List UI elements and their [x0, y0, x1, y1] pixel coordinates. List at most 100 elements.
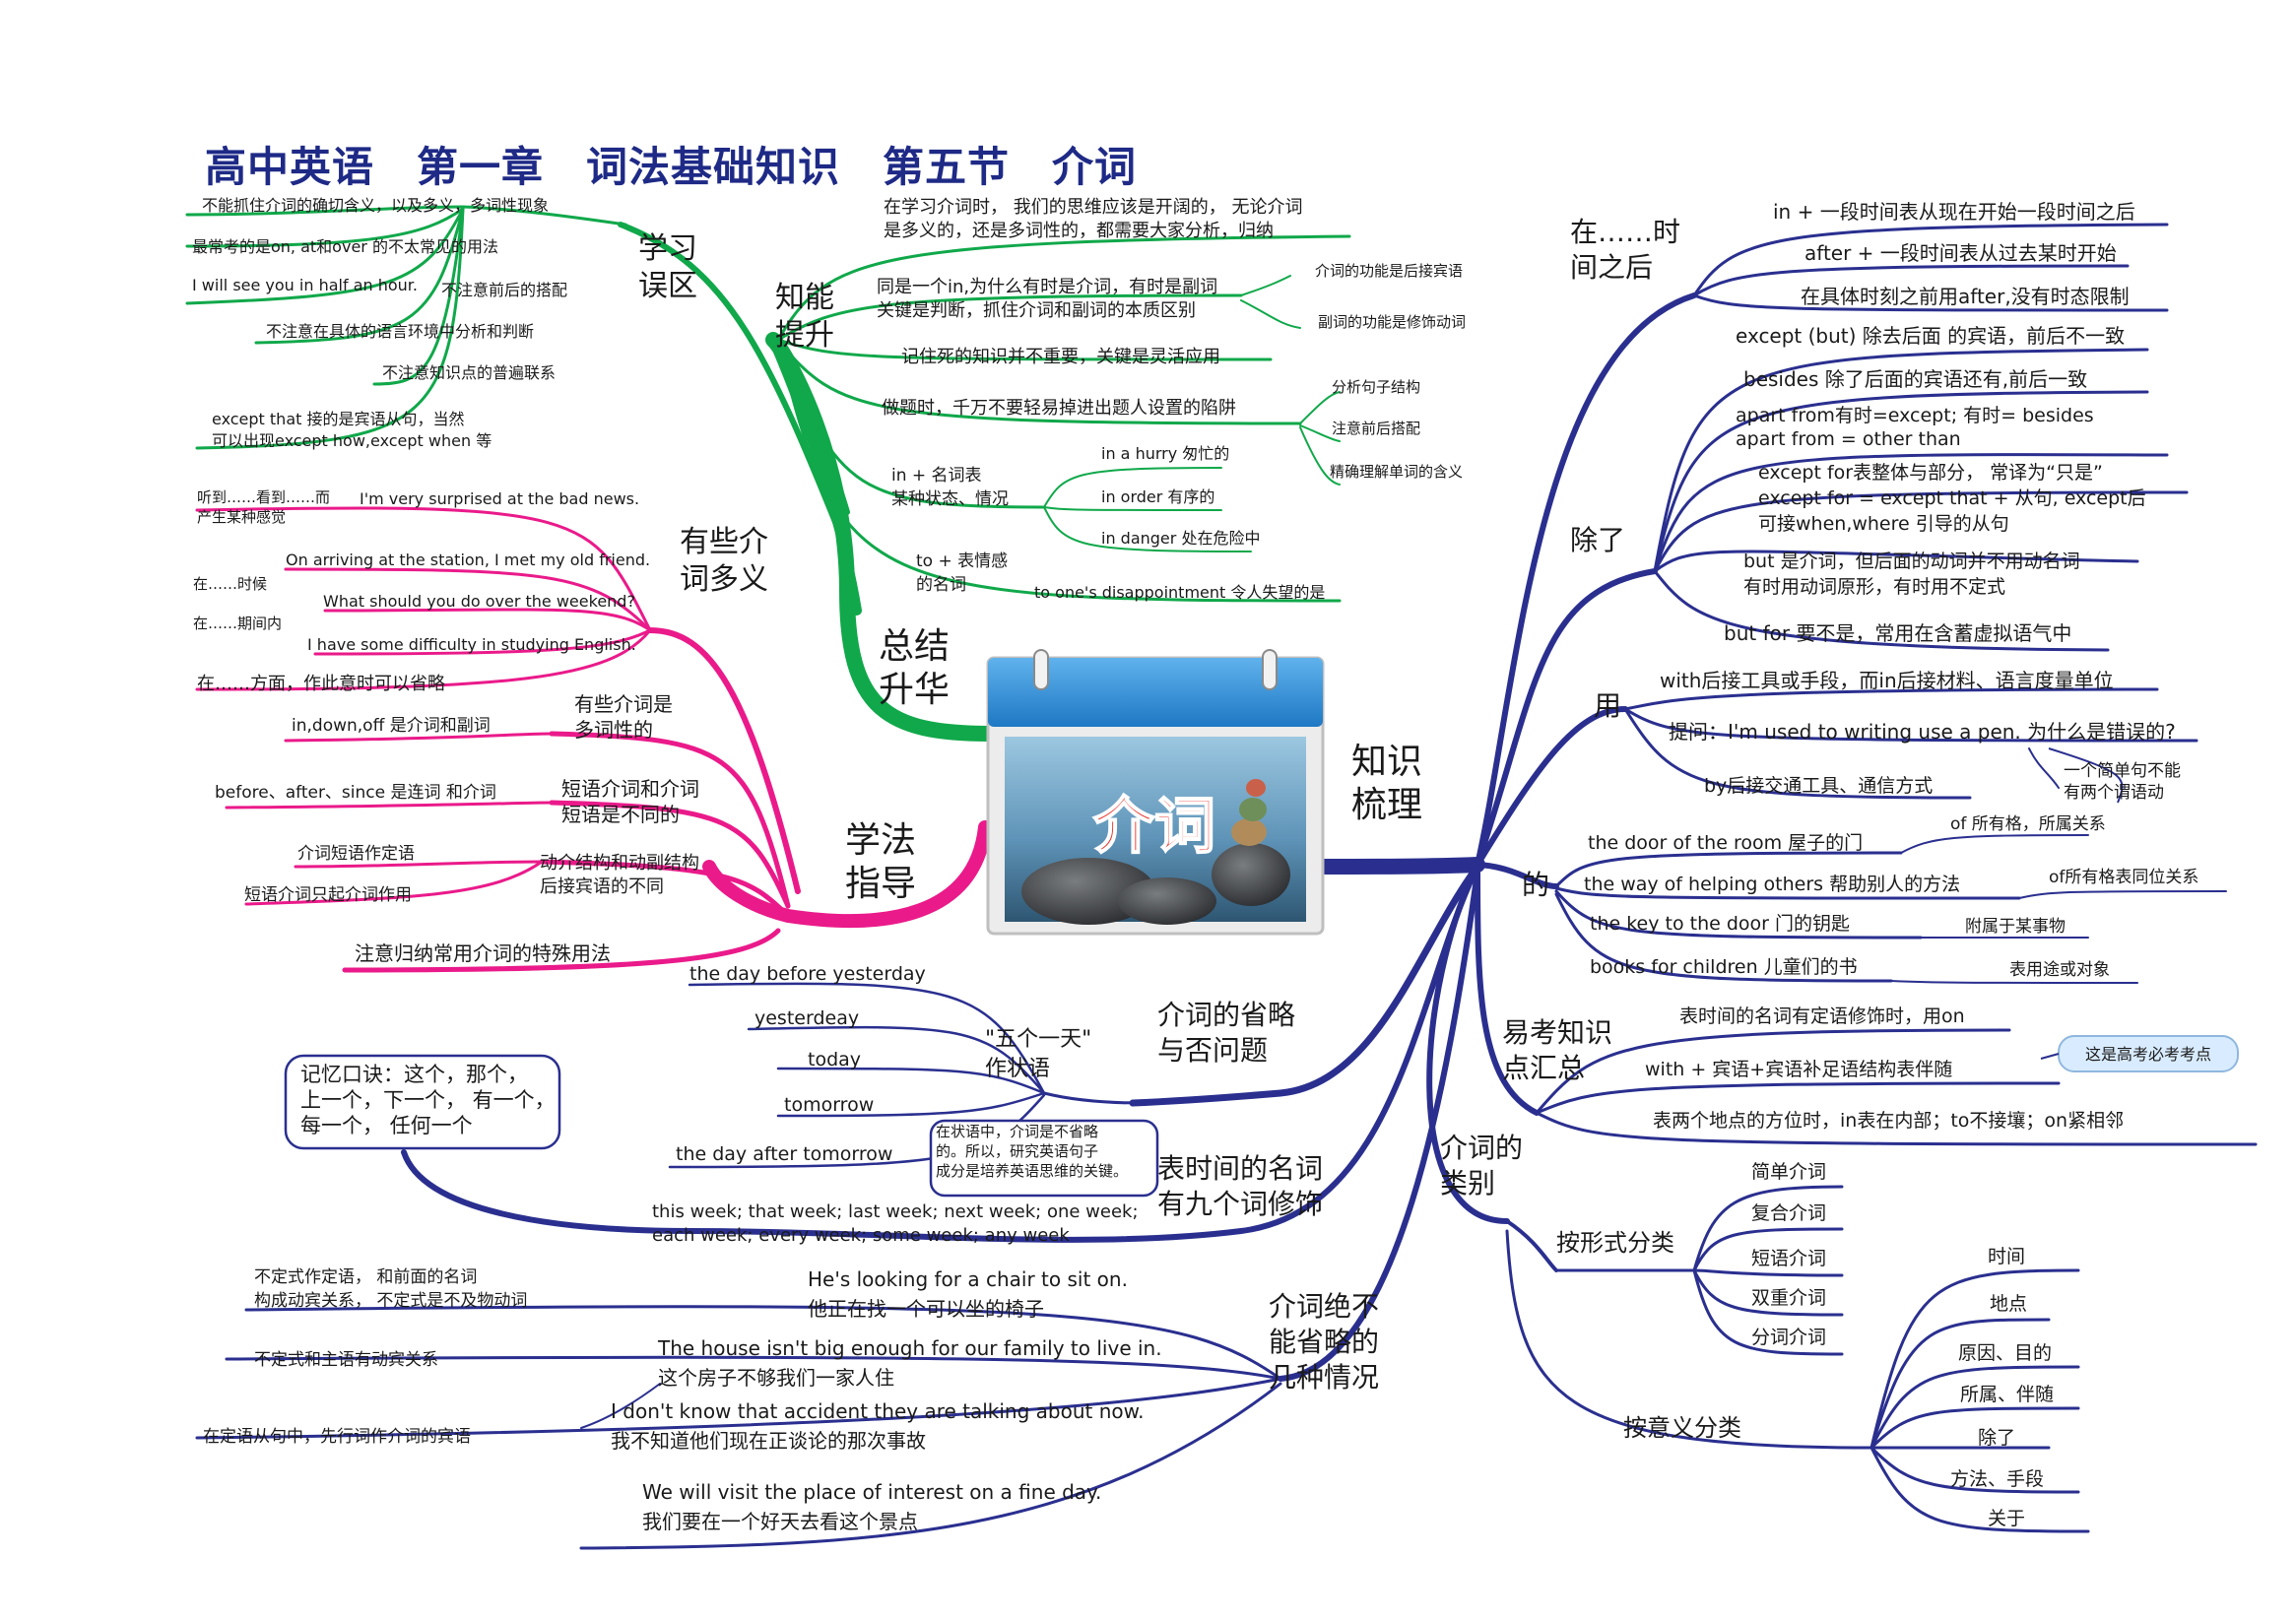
node-zs-6a4: 双重介词: [1751, 1287, 1826, 1309]
node-xf-2: 短语介词和介词短语是不同的: [561, 777, 699, 826]
node-sl-1c: today: [808, 1049, 861, 1070]
node-xuexi-1: 不能抓住介词的确切含义，以及多义，多词性现象: [202, 196, 549, 215]
node-zs-6b5: 除了: [1978, 1427, 2015, 1449]
node-zn-4c: 精确理解单词的含义: [1330, 463, 1463, 481]
node-zs-6b7: 关于: [1988, 1508, 2025, 1529]
node-dy-3: What should you do over the weekend?: [323, 592, 635, 611]
node-zs-4a2: of 所有格，所属关系: [1950, 814, 2106, 834]
node-xuefa: 学法指导: [845, 820, 916, 904]
node-zs-2a: except (but) 除去后面 的宾语，前后不一致: [1736, 324, 2125, 348]
node-zs-6b: 按意义分类: [1623, 1414, 1741, 1442]
node-xf-4: 注意归纳常用介词的特殊用法: [355, 941, 611, 965]
node-xuexi-4: 不注意在具体的语言环境中分析和判断: [266, 322, 534, 341]
node-zs-6b3: 原因、目的: [1958, 1342, 2052, 1364]
node-xf-3a: 介词短语作定语: [297, 844, 415, 864]
node-zn-2: 同是一个in,为什么有时是介词，有时是副词关键是判断，抓住介词和副词的本质区别: [877, 277, 1217, 321]
node-bsl-2a: 不定式和主语有动宾关系: [254, 1350, 438, 1370]
node-xuexi-2: 最常考的是on, at和over 的不太常见的用法: [192, 237, 498, 256]
node-zs-5badge: 这是高考必考考点: [2085, 1045, 2211, 1064]
node-zs-6b1: 时间: [1988, 1246, 2025, 1267]
node-xuexi-3b: 不注意前后的搭配: [441, 281, 567, 299]
node-zs-4d2: 表用途或对象: [2009, 960, 2110, 980]
node-zs-3d: 一个简单句不能有两个谓语动: [2064, 761, 2181, 803]
node-sj: 表时间的名词有九个词修饰: [1157, 1152, 1323, 1220]
node-zs-5c: 表两个地点的方位时，in表在内部；to不接壤；on紧相邻: [1653, 1110, 2124, 1132]
node-zs-5: 易考知识点汇总: [1502, 1016, 1612, 1084]
node-zs-4b2: of所有格表同位关系: [2049, 868, 2198, 887]
node-xf-1a: in,down,off 是介词和副词: [292, 716, 491, 736]
node-zs-4b: the way of helping others 帮助别人的方法: [1584, 874, 1960, 895]
node-zs-1c: 在具体时刻之前用after,没有时态限制: [1801, 285, 2130, 308]
node-zs-2d: except for表整体与部分， 常译为“只是”except for = ex…: [1758, 462, 2146, 535]
page-title: 高中英语 第一章 词法基础知识 第五节 介词: [205, 143, 1138, 191]
node-zn-6a: to one's disappointment 令人失望的是: [1034, 583, 1325, 602]
node-zn-3: 记住死的知识并不重要，关键是灵活应用: [901, 347, 1220, 367]
node-dy-4: I have some difficulty in studying Engli…: [307, 635, 636, 654]
node-zs-3b: 提问：I'm used to writing use a pen. 为什么是错误…: [1669, 720, 2176, 744]
node-zs-4c2: 附属于某事物: [1965, 917, 2066, 937]
node-sl-1d: tomorrow: [784, 1094, 874, 1116]
node-zn-6: to + 表情感的名词: [916, 551, 1008, 595]
node-dy-2a: 在……时候: [193, 575, 267, 593]
node-zn-4: 做题时，千万不要轻易掉进出题人设置的陷阱: [882, 398, 1236, 419]
node-dy-1a: 听到……看到……而: [197, 488, 330, 506]
node-zs-4c: the key to the door 门的钥匙: [1590, 913, 1850, 935]
note-box: [929, 1119, 1159, 1198]
node-xf-2a: before、after、since 是连词 和介词: [215, 783, 496, 803]
node-xuexi: 学习误区: [638, 231, 697, 303]
node-dy-4a: 在……方面，作此意时可以省略: [197, 674, 445, 694]
node-zs-6: 介词的类别: [1440, 1132, 1523, 1200]
node-sl-1b: yesterdeay: [754, 1007, 859, 1029]
node-zs-4: 的: [1522, 869, 1549, 901]
node-bsl: 介词绝不能省略的几种情况: [1269, 1290, 1379, 1394]
node-xuexi-3a: I will see you in half an hour.: [192, 276, 418, 294]
node-zs-3a: with后接工具或手段，而in后接材料、语言度量单位: [1660, 669, 2114, 692]
node-zongjie: 总结升华: [879, 626, 950, 710]
node-dy-1: I'm very surprised at the bad news.: [360, 489, 639, 508]
node-zs-2: 除了: [1570, 524, 1625, 556]
node-dy-1b: 产生某种感觉: [197, 508, 286, 526]
node-sl-1e: the day after tomorrow: [676, 1143, 892, 1165]
node-zs-3c: by后接交通工具、通信方式: [1704, 775, 1933, 797]
node-zn-5b: in order 有序的: [1101, 487, 1214, 506]
node-sl-1: "五个一天"作状语: [985, 1027, 1091, 1081]
node-sl-1a: the day before yesterday: [689, 963, 926, 985]
node-zs-2f: but for 要不是，常用在含蓄虚拟语气中: [1724, 621, 2071, 645]
node-zs-6a5: 分词介词: [1751, 1327, 1826, 1348]
center-calendar: 介词: [986, 649, 1325, 936]
node-sl-note: 在状语中，介词是不省略的。所以，研究英语句子成分是培养英语思维的关键。: [936, 1123, 1128, 1180]
node-duoyi: 有些介词多义: [680, 525, 768, 597]
node-bsl-1a: 不定式作定语， 和前面的名词构成动宾关系， 不定式是不及物动词: [254, 1267, 527, 1311]
node-bsl-3: I don't know that accident they are talk…: [611, 1399, 1145, 1453]
node-zn-5a: in a hurry 匆忙的: [1101, 444, 1229, 463]
node-zs-6a1: 简单介词: [1751, 1161, 1826, 1183]
center-label: 介词: [1093, 790, 1215, 862]
node-zs-3: 用: [1594, 689, 1621, 722]
node-zs-5a: 表时间的名词有定语修饰时，用on: [1679, 1005, 1965, 1027]
node-bsl-1: He's looking for a chair to sit on.他正在找一…: [808, 1267, 1128, 1321]
node-bsl-2: The house isn't big enough for our famil…: [657, 1336, 1162, 1390]
node-xf-3: 动介结构和动副结构后接宾语的不同: [540, 853, 699, 897]
node-bsl-4: We will visit the place of interest on a…: [642, 1480, 1101, 1533]
node-zs-1b: after + 一段时间表从过去某时开始: [1804, 241, 2117, 265]
node-xf-1: 有些介词是多词性的: [574, 692, 673, 742]
node-zs-2b: besides 除了后面的宾语还有,前后一致: [1743, 367, 2087, 391]
node-zs-5b: with + 宾语+宾语补足语结构表伴随: [1645, 1059, 1952, 1080]
node-xuexi-5: 不注意知识点的普遍联系: [382, 363, 556, 382]
node-xuexi-6: except that 接的是宾语从句，当然可以出现except how,exc…: [212, 410, 492, 450]
branch-pink: [195, 506, 992, 973]
node-zn-4b: 注意前后搭配: [1332, 420, 1420, 437]
branch-green: [185, 205, 1351, 742]
node-zn-5c: in danger 处在危险中: [1101, 529, 1260, 548]
node-zs-6b4: 所属、伴随: [1960, 1384, 2054, 1405]
node-dy-2: On arriving at the station, I met my old…: [286, 551, 650, 569]
node-zs-6b2: 地点: [1990, 1293, 2027, 1315]
node-zn-1: 在学习介词时， 我们的思维应该是开阔的， 无论介词是多义的，还是多词性的，都需要…: [884, 197, 1302, 241]
node-dy-3a: 在……期间内: [193, 615, 282, 632]
node-zhishi: 知识梳理: [1351, 742, 1422, 825]
node-xf-3b: 短语介词只起介词作用: [244, 885, 412, 905]
node-zs-4d: books for children 儿童们的书: [1590, 956, 1858, 978]
node-bsl-3a: 在定语从句中，先行词作介词的宾语: [203, 1427, 471, 1447]
